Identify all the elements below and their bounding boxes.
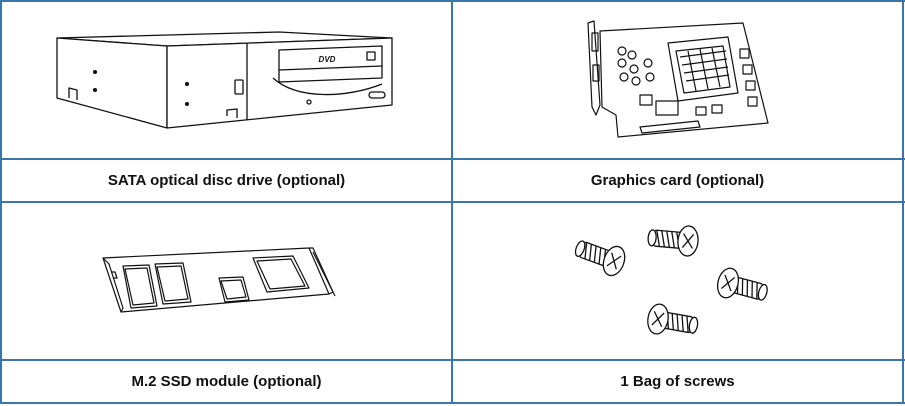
graphics-card-label: Graphics card (optional) (590, 172, 765, 189)
ssd-module-icon (101, 247, 336, 313)
drive-logo-text: DVD (318, 55, 335, 64)
table-rule (0, 0, 2, 404)
screws-icon (570, 221, 771, 342)
ssd-module-image-cell (2, 203, 451, 359)
screws-label: 1 Bag of screws (620, 373, 735, 390)
optical-drive-label: SATA optical disc drive (optional) (107, 172, 346, 189)
graphics-card-image-cell (453, 2, 902, 158)
graphics-card-icon (586, 20, 769, 138)
table-rule (451, 0, 453, 404)
table-rule (902, 0, 904, 404)
screw-icon (644, 301, 701, 342)
optical-drive-icon: DVD (55, 31, 393, 129)
screw-icon (713, 265, 771, 309)
screw-icon (645, 221, 700, 258)
screw-icon (570, 232, 629, 280)
ssd-module-label: M.2 SSD module (optional) (131, 373, 322, 390)
optical-drive-image-cell: DVD (2, 2, 451, 158)
screws-image-cell (453, 203, 902, 359)
